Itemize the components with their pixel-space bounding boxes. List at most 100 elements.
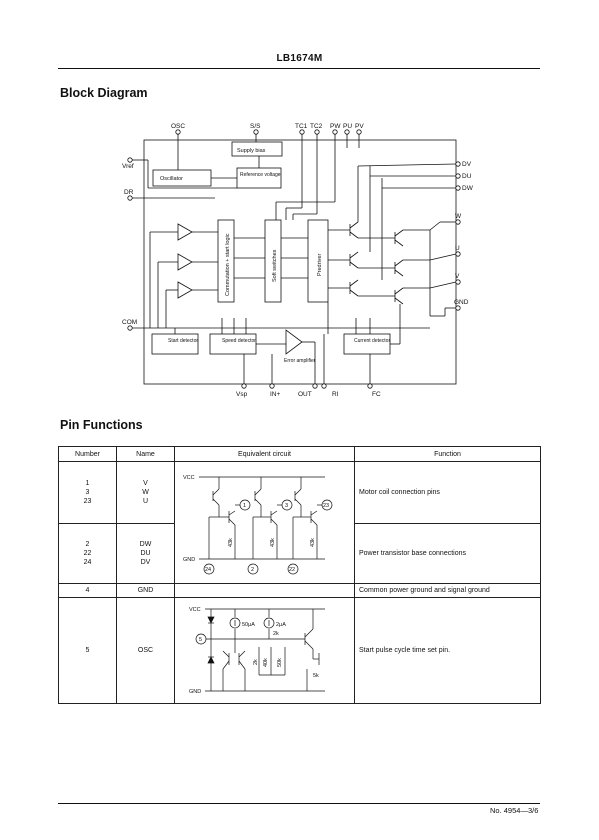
col-header-name: Name <box>116 446 175 462</box>
col-header-equivalent-circuit: Equivalent circuit <box>174 446 355 462</box>
block-diagram: OSC S/S TC1 TC2 PW PU PV Supply bias Osc… <box>122 123 474 398</box>
pin-label-out: OUT <box>298 391 312 398</box>
current-source-label: 2μA <box>276 622 286 628</box>
number: 3 <box>85 489 90 496</box>
soft-switches-label: Soft switches <box>272 249 278 282</box>
block-diagram-title: Block Diagram <box>60 86 148 100</box>
res-label: 43k <box>228 537 234 546</box>
row3-function: Common power ground and signal ground <box>354 583 541 598</box>
row4-number: 5 <box>58 597 117 704</box>
pin-1: 1 <box>243 503 246 509</box>
equivalent-circuit-motor-coil: VCC GND 43k 1 24 <box>174 461 355 584</box>
start-detector-label: Start detector <box>168 338 198 344</box>
current-detector-label: Current detector <box>354 338 390 344</box>
transistor-stage-1: 43k 1 24 <box>203 476 251 574</box>
col-header-number: Number <box>58 446 117 462</box>
pin-label-du: DU <box>462 173 472 180</box>
supply-bias-label: Supply bias <box>237 148 266 154</box>
equivalent-circuit-osc: VCC GND 5 50μA 2μA 2k <box>174 597 355 704</box>
name: V <box>143 480 148 487</box>
pin-label-tc1: TC1 <box>295 123 308 130</box>
name: DU <box>140 550 151 557</box>
pin-label-vsp: Vsp <box>236 391 248 398</box>
name: DV <box>140 559 151 566</box>
row2-numbers: 2 22 24 <box>58 523 117 584</box>
pin-label-ri: RI <box>332 391 339 398</box>
row1-numbers: 1 3 23 <box>58 461 117 524</box>
row1-names: V W U <box>116 461 175 524</box>
res-label: 43k <box>310 537 316 546</box>
name: W <box>142 489 149 496</box>
res-label: 2k <box>273 631 279 637</box>
pin-5: 5 <box>199 637 202 643</box>
pin-functions-title: Pin Functions <box>60 418 143 432</box>
comparators <box>149 223 218 328</box>
col-header-function: Function <box>354 446 541 462</box>
pin-functions-table: Number Name Equivalent circuit Function … <box>58 446 541 704</box>
transistor-stage-2: 43k 3 2 <box>247 476 293 574</box>
gnd-label: GND <box>189 689 201 695</box>
pin-label-tc2: TC2 <box>310 123 323 130</box>
row4-function: Start pulse cycle time set pin. <box>354 597 541 704</box>
gnd-label: GND <box>183 557 195 563</box>
row3-name: GND <box>116 583 175 598</box>
pin-label-fc: FC <box>372 391 381 398</box>
output-transistors <box>328 166 431 316</box>
ic-outline <box>143 139 457 385</box>
pin-3: 3 <box>285 503 288 509</box>
page-header-part-number: LB1674M <box>276 53 323 64</box>
name: DW <box>139 541 152 548</box>
number: 2 <box>85 541 90 548</box>
pin-23: 23 <box>323 503 329 509</box>
pin-label-in-plus: IN+ <box>270 391 281 398</box>
commutation-logic-label: Commutation + start logic <box>225 233 231 296</box>
row4-name: OSC <box>116 597 175 704</box>
pin-label-com: COM <box>122 319 137 326</box>
pin-22: 22 <box>289 567 295 573</box>
row1-function: Motor coil connection pins <box>354 461 541 524</box>
pin-label-v: V <box>455 273 460 280</box>
res-label: 43k <box>270 537 276 546</box>
table-row: 2 22 24 DW DU DV Power transistor base c… <box>58 523 541 584</box>
vcc-label: VCC <box>183 475 195 481</box>
pin-label-pw: PW <box>330 123 341 130</box>
vcc-label: VCC <box>189 607 201 613</box>
table-row: 4 GND Common power ground and signal gro… <box>58 583 541 598</box>
table-row: 5 OSC VCC GND 5 50μA 2μA 2k <box>58 597 541 704</box>
pin-label-w: W <box>455 213 462 220</box>
number: 22 <box>83 550 92 557</box>
pin-label-pu: PU <box>343 123 352 130</box>
header-rule <box>58 68 540 69</box>
res-label: 40k <box>263 657 269 666</box>
pin-label-vref: Vref <box>122 163 134 170</box>
pin-label-ss: S/S <box>250 123 261 130</box>
pin-label-dr: DR <box>124 189 134 196</box>
row3-number: 4 <box>58 583 117 598</box>
pin-2: 2 <box>251 567 254 573</box>
footer-doc-number: No. 4954—3/6 <box>490 806 539 815</box>
table-header-row: Number Name Equivalent circuit Function <box>58 446 541 462</box>
pin-24: 24 <box>205 567 211 573</box>
name: U <box>142 498 149 505</box>
speed-detector-label: Speed detector <box>222 338 256 344</box>
res-label: 5k <box>313 673 319 679</box>
current-source-label: 50μA <box>242 622 255 628</box>
number: 24 <box>83 559 92 566</box>
reference-voltage-label: Reference voltage <box>240 172 281 178</box>
res-label: 50k <box>277 657 283 666</box>
row3-circuit-empty <box>174 583 355 598</box>
footer-rule <box>58 803 540 804</box>
pin-label-dv: DV <box>462 161 472 168</box>
pin-label-osc: OSC <box>171 123 185 130</box>
pin-label-dw: DW <box>462 185 474 192</box>
res-label: 2k <box>253 658 259 664</box>
predriver-label: Predriver <box>317 254 323 276</box>
row2-function: Power transistor base connections <box>354 523 541 584</box>
transistor-stage-3: 43k 23 22 <box>287 476 333 574</box>
error-amplifier-label: Error amplifier <box>284 358 316 364</box>
oscillator-label: Oscillator <box>160 176 183 182</box>
pin-label-gnd: GND <box>454 299 469 306</box>
row2-names: DW DU DV <box>116 523 175 584</box>
pin-label-pv: PV <box>355 123 364 130</box>
table-row: 1 3 23 V W U VCC GND 43k <box>58 461 541 584</box>
